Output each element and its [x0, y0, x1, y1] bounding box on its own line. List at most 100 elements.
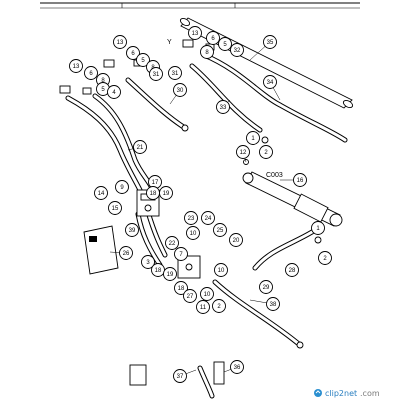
- callout-circle: [266, 297, 280, 311]
- callout-circle: [285, 263, 299, 277]
- callout-circle: [200, 287, 214, 301]
- callout-circle: [212, 299, 226, 313]
- callout-circle: [311, 221, 325, 235]
- hydraulic-cylinder: [242, 171, 343, 227]
- callout-31: 31: [168, 66, 182, 80]
- callout-30: 30: [173, 83, 187, 97]
- callout-circle: [184, 211, 198, 225]
- callout-number: 28: [289, 268, 296, 274]
- hose-34: [201, 52, 348, 143]
- callout-circle: [318, 251, 332, 265]
- callout-3: 3: [141, 255, 155, 269]
- callout-number: 2: [323, 256, 327, 262]
- callout-circle: [216, 100, 230, 114]
- callout-layer: 3513658311365832136854313034331221121614…: [69, 26, 332, 383]
- callout-35: 35: [263, 35, 277, 49]
- callout-18: 18: [174, 281, 188, 295]
- callout-36: 36: [230, 360, 244, 374]
- callout-circle: [259, 145, 273, 159]
- callout-1: 1: [246, 131, 260, 145]
- callout-1: 1: [311, 221, 325, 235]
- callout-27: 27: [183, 289, 197, 303]
- callout-circle: [218, 37, 232, 51]
- callout-number: 29: [263, 285, 270, 291]
- top-border: [40, 2, 360, 9]
- callout-4: 4: [107, 85, 121, 99]
- callout-8: 8: [200, 45, 214, 59]
- hose-30: [125, 77, 188, 131]
- callout-12: 12: [236, 145, 250, 159]
- callout-circle: [69, 59, 83, 73]
- document-pouch: [83, 225, 119, 275]
- callout-number: 1: [251, 136, 255, 142]
- callout-circle: [141, 255, 155, 269]
- callout-7: 7: [174, 247, 188, 261]
- part-code-label: C003: [266, 172, 283, 179]
- callout-number: 8: [101, 78, 105, 84]
- callout-11: 11: [196, 300, 210, 314]
- callout-2: 2: [318, 251, 332, 265]
- callout-circle: [163, 267, 177, 281]
- callout-2: 2: [259, 145, 273, 159]
- callout-circle: [119, 246, 133, 260]
- callout-number: 35: [267, 40, 274, 46]
- callout-number: 7: [179, 252, 183, 258]
- callout-38: 38: [266, 297, 280, 311]
- hose-33: [189, 63, 263, 133]
- callout-26: 26: [119, 246, 133, 260]
- callout-number: 34: [267, 80, 274, 86]
- callout-circle: [126, 46, 140, 60]
- callout-circle: [200, 45, 214, 59]
- valve-block-lower: [177, 255, 201, 279]
- clip2net-watermark: clip2net .com: [314, 389, 380, 398]
- callout-circle: [196, 300, 210, 314]
- callout-number: 12: [240, 150, 247, 156]
- callout-circle: [174, 247, 188, 261]
- callout-6: 6: [206, 31, 220, 45]
- callout-number: 16: [297, 178, 304, 184]
- hose-37: [197, 365, 215, 399]
- callout-number: 2: [264, 150, 268, 156]
- callout-number: 5: [141, 58, 145, 64]
- callout-circle: [230, 43, 244, 57]
- callout-circle: [213, 223, 227, 237]
- callout-circle: [201, 211, 215, 225]
- callout-number: 21: [137, 145, 144, 151]
- callout-31: 31: [149, 67, 163, 81]
- callout-24: 24: [201, 211, 215, 225]
- callout-circle: [149, 67, 163, 81]
- callout-number: 32: [234, 48, 241, 54]
- callout-number: 19: [167, 272, 174, 278]
- callout-32: 32: [230, 43, 244, 57]
- callout-18: 18: [151, 263, 165, 277]
- callout-circle: [165, 236, 179, 250]
- callout-number: 22: [169, 241, 176, 247]
- callout-number: 25: [217, 228, 224, 234]
- hose-22: [135, 211, 163, 268]
- callout-circle: [133, 140, 147, 154]
- callout-number: 24: [205, 216, 212, 222]
- callout-number: 36: [234, 365, 241, 371]
- callout-number: 18: [150, 191, 157, 197]
- hose-4: [92, 93, 155, 191]
- callout-circle: [107, 85, 121, 99]
- callout-circle: [113, 35, 127, 49]
- callout-number: 8: [205, 50, 209, 56]
- callout-14: 14: [94, 186, 108, 200]
- callout-circle: [108, 201, 122, 215]
- callout-number: 39: [129, 228, 136, 234]
- callout-number: 4: [112, 90, 116, 96]
- callout-circle: [136, 53, 150, 67]
- callout-18: 18: [146, 186, 160, 200]
- callout-34: 34: [263, 75, 277, 89]
- callout-number: 31: [153, 72, 160, 78]
- hose-25: [145, 209, 168, 258]
- callout-circle: [183, 289, 197, 303]
- callout-23: 23: [184, 211, 198, 225]
- callout-28: 28: [285, 263, 299, 277]
- callout-circle: [263, 35, 277, 49]
- callout-10: 10: [214, 263, 228, 277]
- callout-19: 19: [159, 186, 173, 200]
- callout-number: 1: [316, 226, 320, 232]
- callout-number: 6: [131, 51, 135, 57]
